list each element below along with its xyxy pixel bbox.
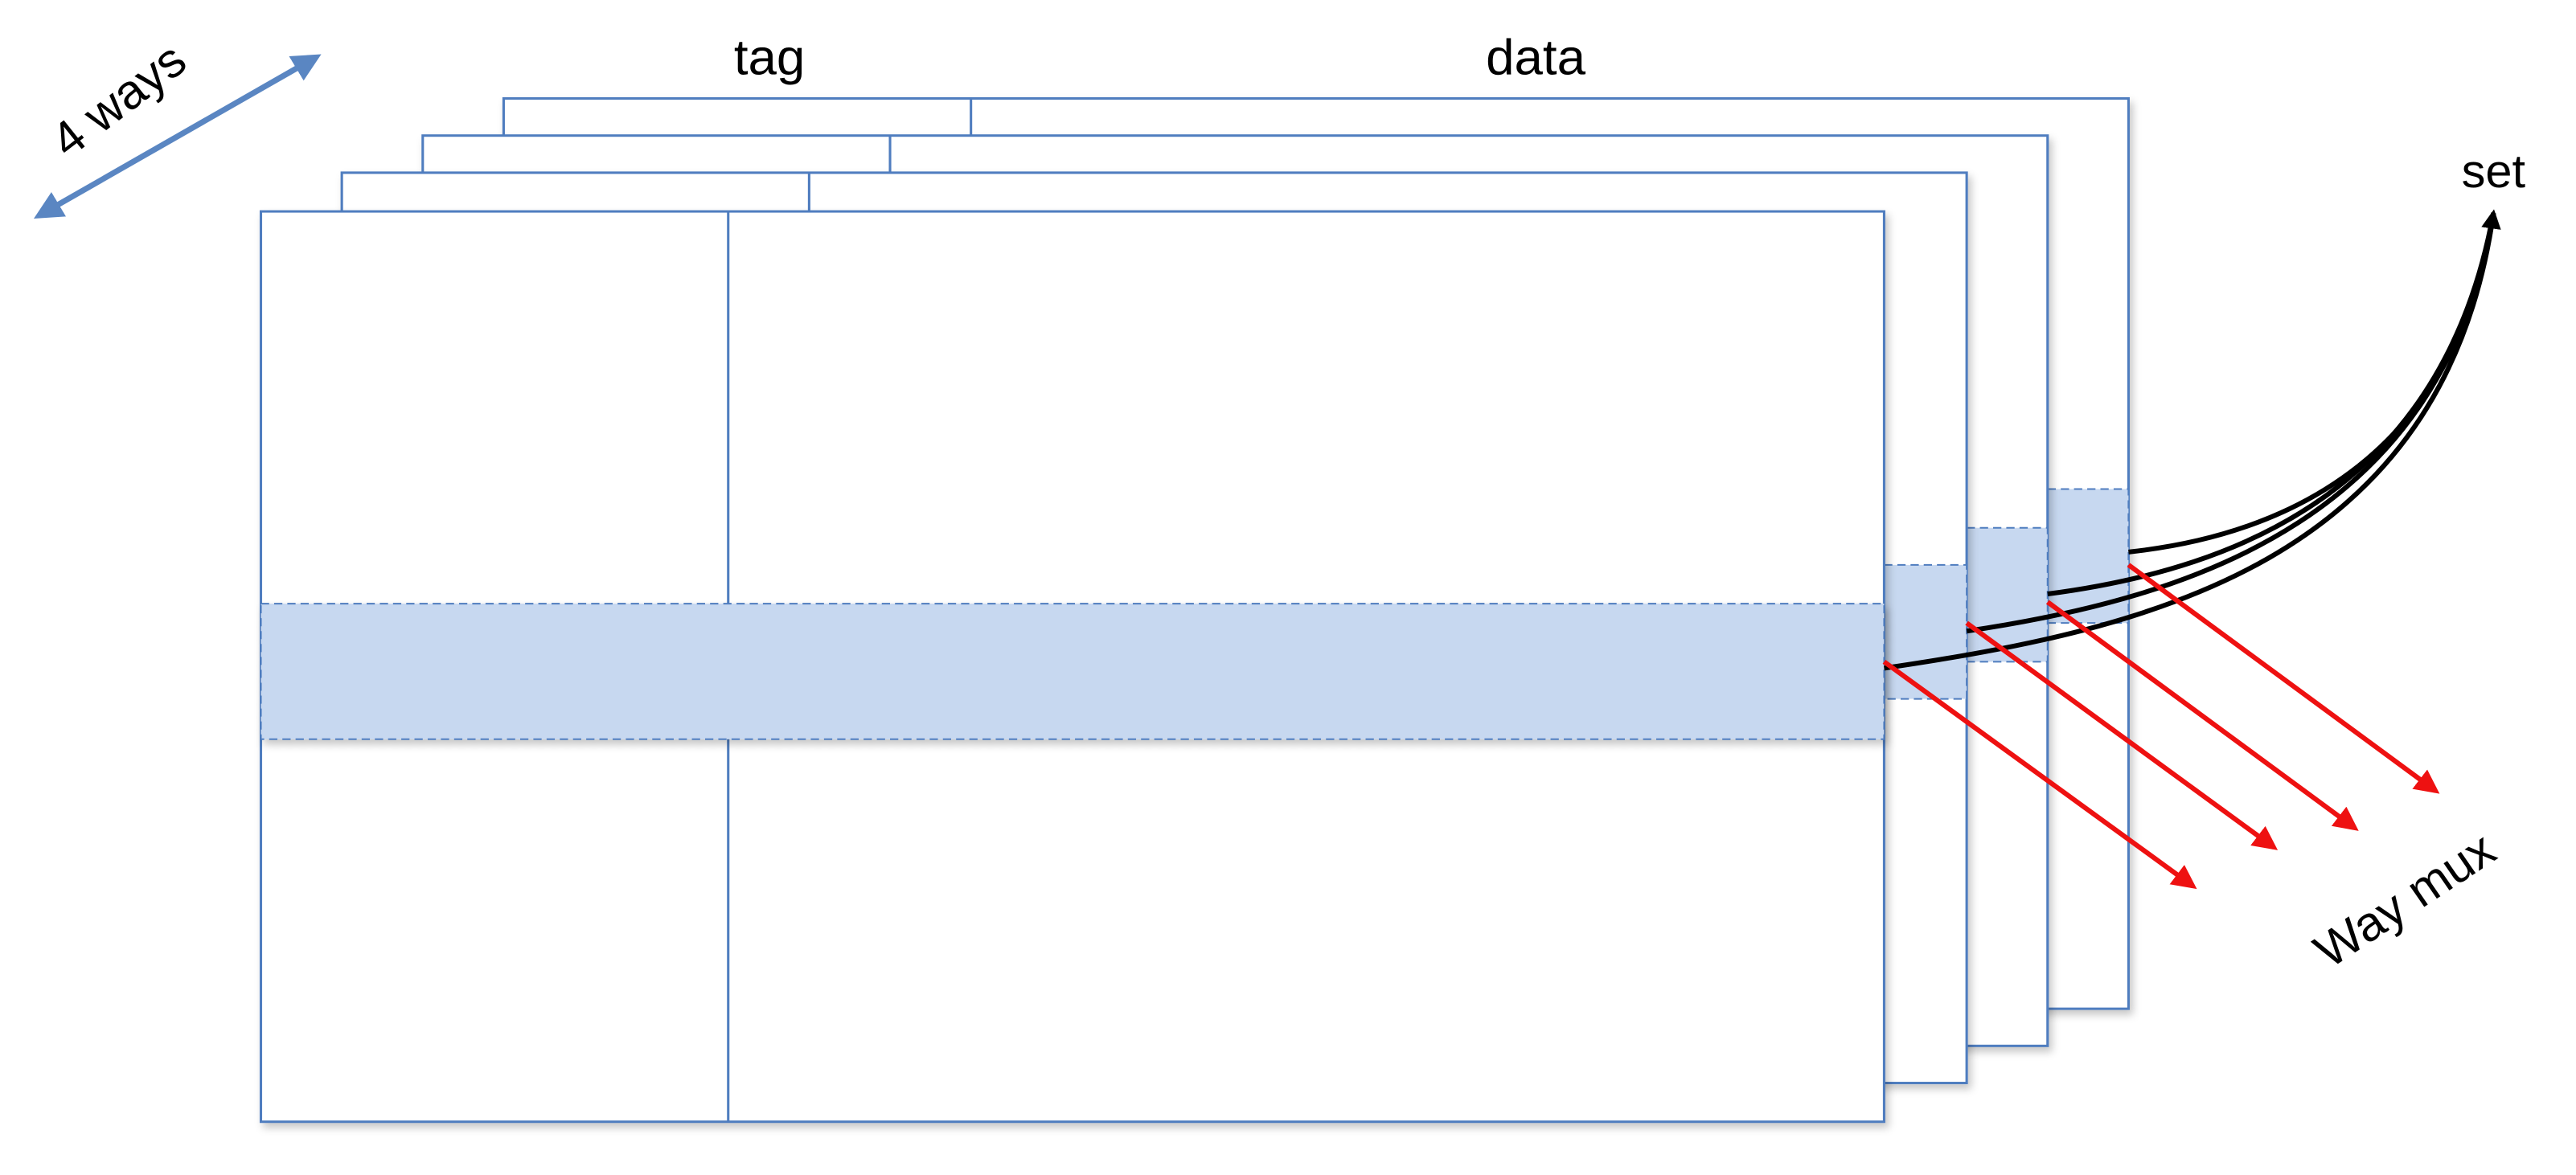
- tag-label: tag: [734, 30, 805, 85]
- ways-arrow: [33, 54, 322, 219]
- mux-arrow-way-4: [2127, 563, 2440, 794]
- mux-arrow-way-2: [1965, 620, 2279, 850]
- mux-arrow-way-1: [1882, 659, 2197, 890]
- way-mux-arrows: [1882, 563, 2440, 890]
- data-label: data: [1486, 30, 1586, 85]
- way-frame-2-set-row: [1883, 563, 1968, 700]
- way-frame-1-set-row: [260, 603, 1885, 740]
- set-line-way-4: [2128, 209, 2501, 555]
- set-label: set: [2462, 146, 2525, 198]
- way-frame-1: [259, 210, 1885, 1124]
- ways-label: 4 ways: [40, 32, 195, 167]
- mux-arrow-way-3: [2045, 600, 2359, 831]
- way-mux-label: Way mux: [2304, 821, 2504, 978]
- set-line-way-3: [2047, 212, 2496, 597]
